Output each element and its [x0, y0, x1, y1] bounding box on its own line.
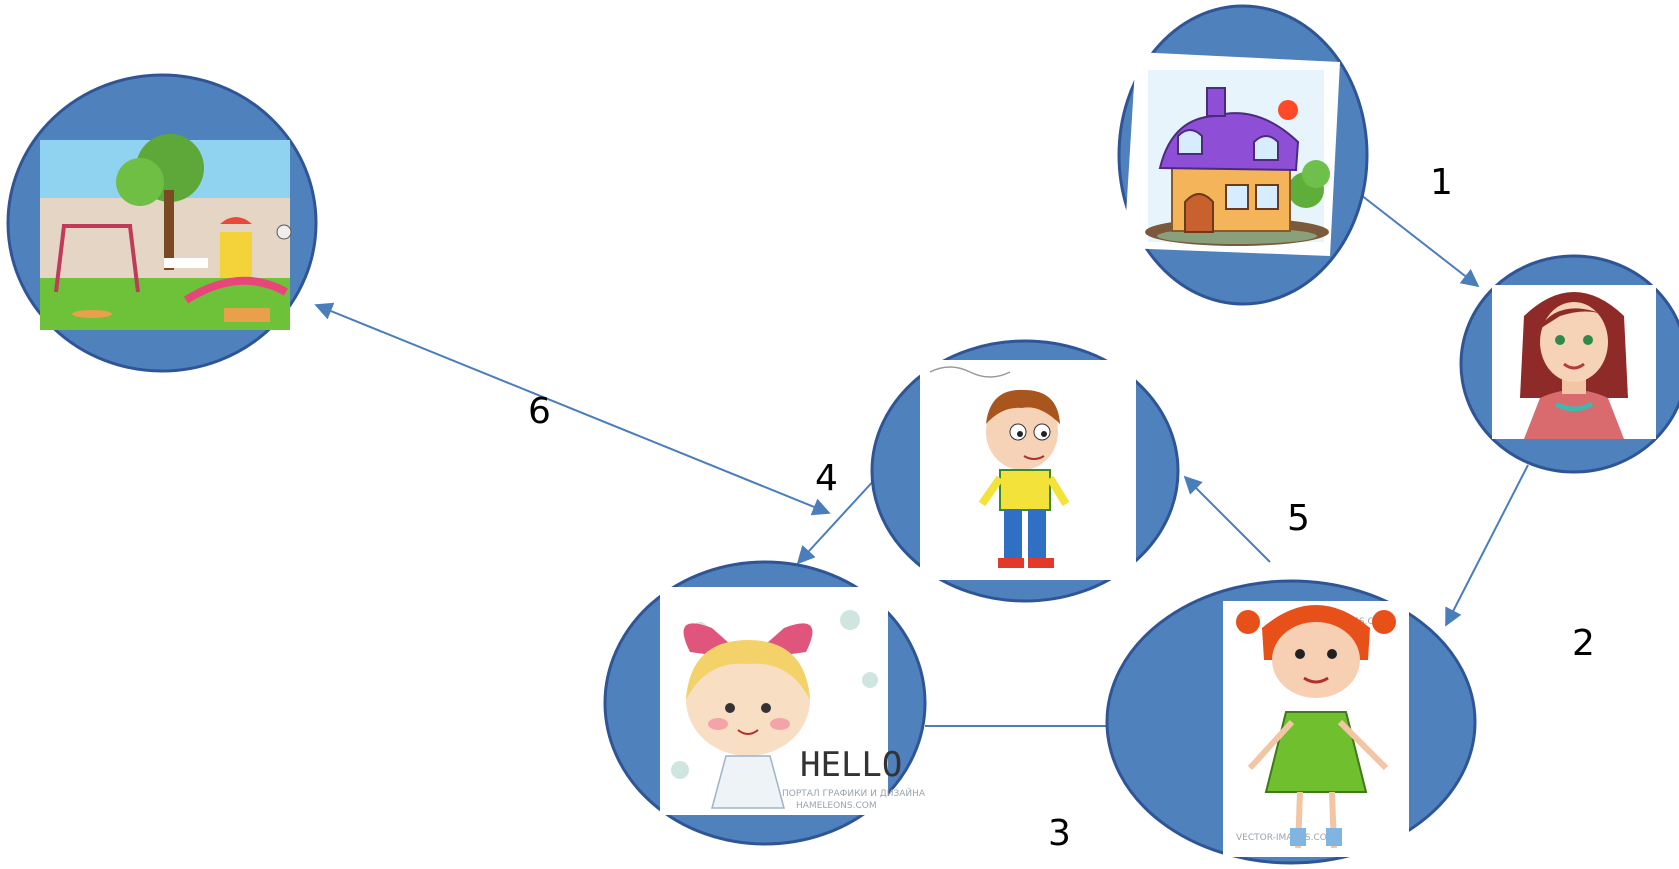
edge-girl-redhead-to-boy [1183, 475, 1271, 563]
house-icon [1124, 52, 1340, 256]
edge-mother-to-girl-redhead [1445, 464, 1529, 627]
edge-house-to-mother [1351, 187, 1480, 288]
node-girl-redhead: VECTOR-IMAGES.COM VECTOR-IMAGES.COM [1105, 579, 1477, 865]
edge-label-4: 4 [815, 458, 838, 499]
boy-icon [920, 360, 1136, 580]
edge-playground-to-boy [314, 302, 831, 516]
hameleons-subtitle: ПОРТАЛ ГРАФИКИ И ДИЗАЙНА [782, 787, 926, 799]
hameleons-logo: HAMELEONS.COM [796, 801, 877, 811]
edge-label-6: 6 [528, 391, 551, 432]
girl-blonde-icon: HELLO ПОРТАЛ ГРАФИКИ И ДИЗАЙНА HAMELEONS… [660, 587, 926, 815]
vector-images-watermark-bottom: VECTOR-IMAGES.COM [1236, 833, 1335, 843]
node-playground [6, 73, 318, 373]
node-girl-blonde: HELLO ПОРТАЛ ГРАФИКИ И ДИЗАЙНА HAMELEONS… [603, 560, 927, 846]
mother-icon [1492, 285, 1656, 439]
edge-label-1: 1 [1430, 162, 1453, 203]
hello-text: HELLO [800, 745, 902, 785]
edge-boy-to-girl-blonde [796, 476, 878, 565]
edge-labels: 1 2 3 4 5 6 [528, 162, 1595, 854]
edge-label-2: 2 [1572, 623, 1595, 664]
girl-redhead-icon: VECTOR-IMAGES.COM VECTOR-IMAGES.COM [1223, 601, 1409, 857]
node-house [1117, 4, 1369, 306]
edge-label-5: 5 [1287, 498, 1310, 539]
playground-icon [40, 134, 292, 330]
edge-label-3: 3 [1048, 813, 1071, 854]
node-boy [870, 339, 1180, 603]
node-mother [1459, 254, 1679, 474]
edges [314, 187, 1529, 735]
